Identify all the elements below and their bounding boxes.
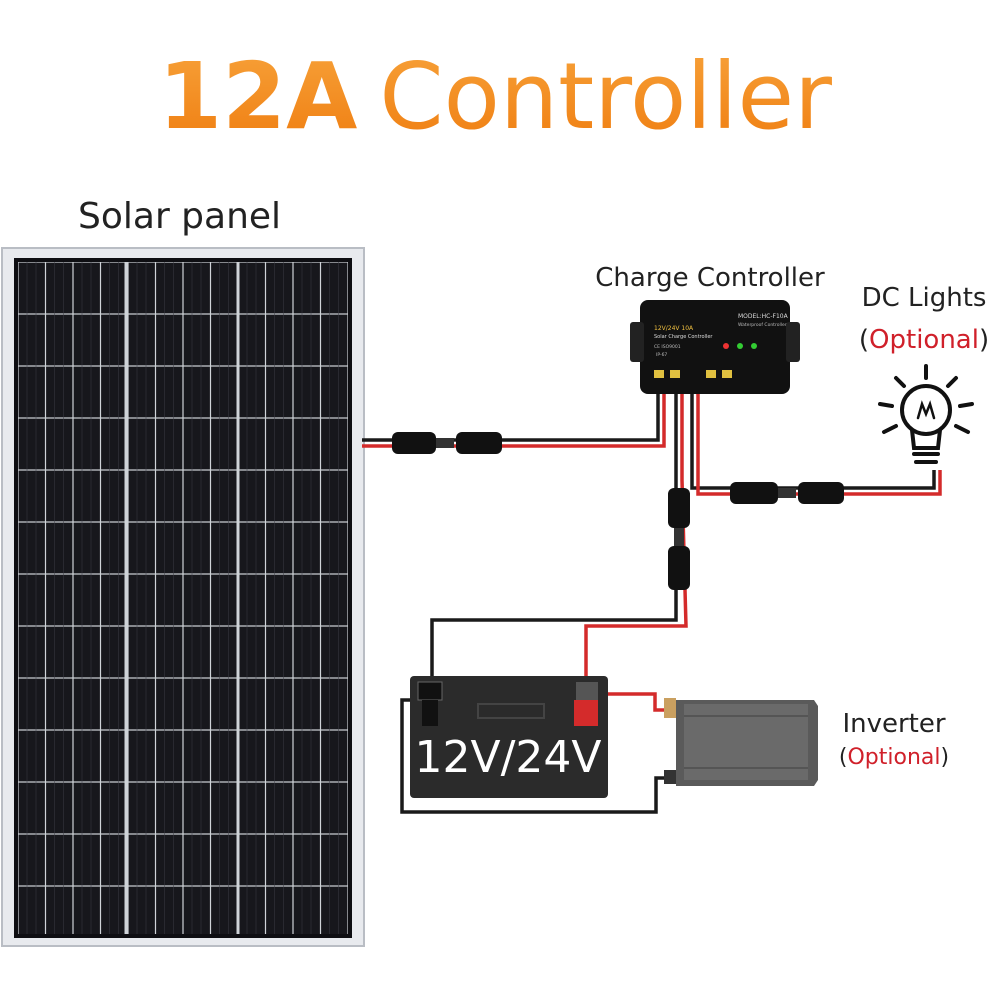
led-green-2 <box>751 343 757 349</box>
terminal-icons <box>654 370 732 378</box>
controller-model: MODEL:HC-F10A <box>738 313 789 320</box>
dc-lights-optional-text: Optional <box>869 325 979 355</box>
battery: 12V/24V <box>410 676 608 798</box>
inverter-wire-positive <box>590 692 672 712</box>
controller-name: Solar Charge Controller <box>654 334 713 340</box>
battery-wire-negative <box>430 390 678 684</box>
battery-wire-positive <box>584 390 688 684</box>
dc-lights-close-paren: ) <box>979 325 989 355</box>
led-green-1 <box>737 343 743 349</box>
controller-subtitle: Waterproof Controller <box>738 322 787 328</box>
inverter-optional-text: Optional <box>847 745 940 770</box>
inverter-label: Inverter <box>842 709 945 739</box>
battery-voltage-label: 12V/24V <box>415 732 602 783</box>
battery-connector <box>668 488 690 590</box>
inverter-close-paren: ) <box>941 745 950 770</box>
title-emphasis: 12A <box>158 43 357 150</box>
title-rest: Controller <box>379 43 832 150</box>
dc-lights-open-paren: ( <box>859 325 869 355</box>
dc-lights-optional: (Optional) <box>859 325 989 355</box>
lights-wire-negative <box>690 390 936 490</box>
controller-spec: 12V/24V 10A <box>654 325 694 332</box>
led-red <box>723 343 729 349</box>
solar-panel-label: Solar panel <box>78 196 281 237</box>
inverter-open-paren: ( <box>839 745 848 770</box>
inverter <box>664 698 818 786</box>
lights-connector <box>730 482 844 504</box>
charge-controller: MODEL:HC-F10A Waterproof Controller 12V/… <box>630 300 800 394</box>
light-bulb-icon <box>878 364 974 464</box>
controller-ip: IP-67 <box>656 352 667 358</box>
inverter-optional: (Optional) <box>839 745 949 770</box>
solar-panel <box>1 247 365 947</box>
controller-cert: CE ISO9001 <box>654 344 681 350</box>
dc-lights-label: DC Lights <box>862 283 987 313</box>
panel-connector <box>392 432 502 454</box>
charge-controller-label: Charge Controller <box>595 263 825 293</box>
